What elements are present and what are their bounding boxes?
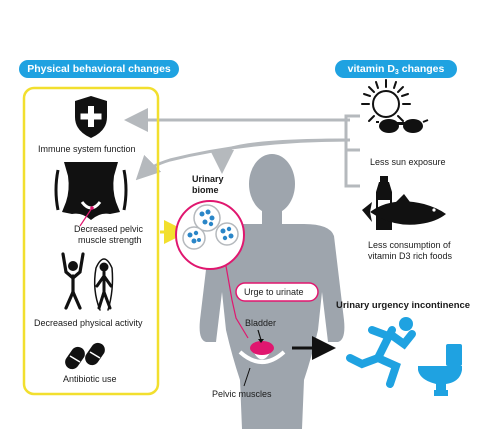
bladder-label: Bladder [245, 318, 277, 328]
antibiotic-label: Antibiotic use [63, 374, 117, 384]
human-body-silhouette [199, 154, 345, 429]
biome-bladder-line [225, 265, 249, 339]
vitamin-changes-label-rest: changes [398, 63, 445, 75]
fish-icon [362, 194, 446, 225]
food-label-line1: Less consumption of [368, 240, 451, 250]
running-person-icon [346, 317, 416, 388]
physical-changes-pill: Physical behavioral changes [19, 60, 179, 78]
toilet-icon [418, 344, 462, 396]
vitamin-changes-label: vitamin D [347, 63, 395, 75]
biome-label-line2: biome [192, 185, 219, 195]
pelvic-pointer-dot [90, 206, 94, 210]
pelvic-muscle-band [238, 350, 286, 364]
vitamin-changes-pill: vitamin D3 changes [335, 60, 457, 78]
pills-icon [65, 342, 105, 370]
activity-label: Decreased physical activity [34, 318, 143, 328]
pelvic-pointer-line [79, 207, 93, 227]
sunglasses-icon [376, 119, 429, 133]
torso-icon [54, 162, 128, 220]
sun-exposure-label: Less sun exposure [370, 157, 446, 167]
vitamin-changes-subscript: 3 [394, 69, 399, 76]
shield-cross-icon [75, 96, 107, 138]
pelvic-muscles-label: Pelvic muscles [212, 389, 272, 399]
pelvic-label-line1: Decreased pelvic [74, 224, 144, 234]
food-label-line2: vitamin D3 rich foods [368, 251, 453, 261]
urge-label: Urge to urinate [244, 287, 304, 297]
immune-label: Immune system function [38, 144, 136, 154]
microbe-petri-icon [175, 200, 245, 270]
urge-pill-border [235, 282, 319, 302]
pelvic-muscles-pointer [243, 367, 251, 387]
pelvic-label-line2: muscle strength [78, 235, 142, 245]
gray-arrows [124, 108, 360, 188]
bladder-icon [249, 329, 275, 361]
jump-rope-icon [93, 258, 114, 311]
exercise-person-icon [61, 252, 85, 310]
physical-changes-label: Physical behavioral changes [27, 63, 171, 75]
biome-label-line1: Urinary [192, 174, 224, 184]
behavior-box [22, 86, 160, 396]
outcome-title: Urinary urgency incontinence [336, 300, 471, 311]
